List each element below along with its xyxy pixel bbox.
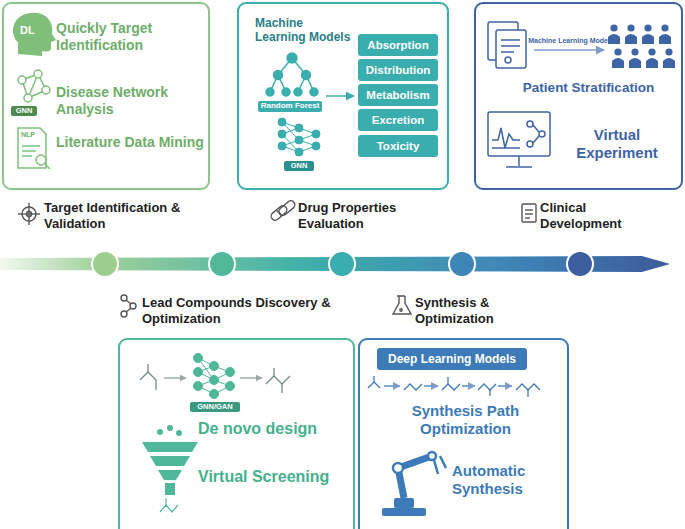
box-label: Absorption [367, 39, 428, 51]
panel-text: Patient Stratification [496, 80, 681, 96]
stage-label: Drug Properties Evaluation [298, 200, 433, 231]
arrow [240, 377, 262, 378]
panel-text: Quickly Target Identification [56, 20, 206, 53]
panel-text: Literature Data Mining [56, 134, 206, 151]
panel-text: Virtual Experiment [556, 126, 678, 161]
tree-icon [266, 53, 318, 96]
arrow [164, 377, 186, 378]
stage-panel: De novo designVirtual Screening [118, 338, 355, 529]
synthesis-chain [368, 376, 540, 397]
model-tag: GNN [284, 161, 314, 171]
network-icon [18, 70, 50, 102]
box-label: Metabolism [366, 89, 429, 101]
model-tag: DL [20, 24, 35, 37]
stage-label: Synthesis & Optimization [415, 295, 545, 326]
gnn-gan-icon [194, 354, 235, 399]
stage-panel: Synthesis Path OptimizationAutomatic Syn… [358, 338, 569, 529]
panel-text: De novo design [198, 420, 338, 439]
head-icon [13, 13, 56, 56]
panel-text: Automatic Synthesis [452, 462, 564, 497]
stage-panel: Machine Learning ModelsPatient Stratific… [474, 2, 683, 190]
arrow [534, 49, 604, 51]
gnn-icon [278, 118, 320, 156]
panel-text: Machine Learning Models [526, 37, 616, 45]
stage-label: Clinical Development [540, 200, 660, 231]
property-box: Absorption [358, 34, 438, 56]
box-label: Distribution [366, 64, 431, 76]
model-tag: GNN/GAN [190, 402, 240, 412]
stage-label: Target Identification & Validation [44, 200, 209, 231]
panel-text: Disease Network Analysis [56, 84, 206, 117]
property-box: Distribution [358, 59, 438, 81]
arrow [326, 95, 354, 97]
records-icon [488, 22, 526, 68]
model-tag: GNN [11, 106, 37, 116]
model-bar: Deep Learning Models [377, 348, 527, 370]
property-box: Excretion [358, 109, 438, 131]
people-icon [608, 24, 675, 68]
property-box: Metabolism [358, 84, 438, 106]
panel-text: Synthesis Path Optimization [388, 402, 543, 437]
model-tag: NLP [21, 131, 35, 139]
stage-label: Lead Compounds Discovery & Optimization [142, 295, 340, 326]
box-label: Toxicity [377, 140, 420, 152]
panel-text: Machine Learning Models [255, 16, 355, 44]
funnel-icon [142, 425, 198, 512]
document-icon [18, 128, 50, 169]
property-box: Toxicity [358, 135, 438, 157]
stage-panel: Machine Learning ModelsAbsorptionDistrib… [237, 2, 449, 190]
box-label: Excretion [372, 114, 424, 126]
stage-dots [92, 251, 593, 277]
arrows [384, 385, 512, 386]
monitor-icon [488, 112, 550, 167]
box-label: Deep Learning Models [388, 352, 516, 366]
robot-arm-icon [382, 452, 446, 516]
panel-text: Virtual Screening [198, 468, 350, 487]
model-tag: Random Forest [258, 101, 322, 112]
